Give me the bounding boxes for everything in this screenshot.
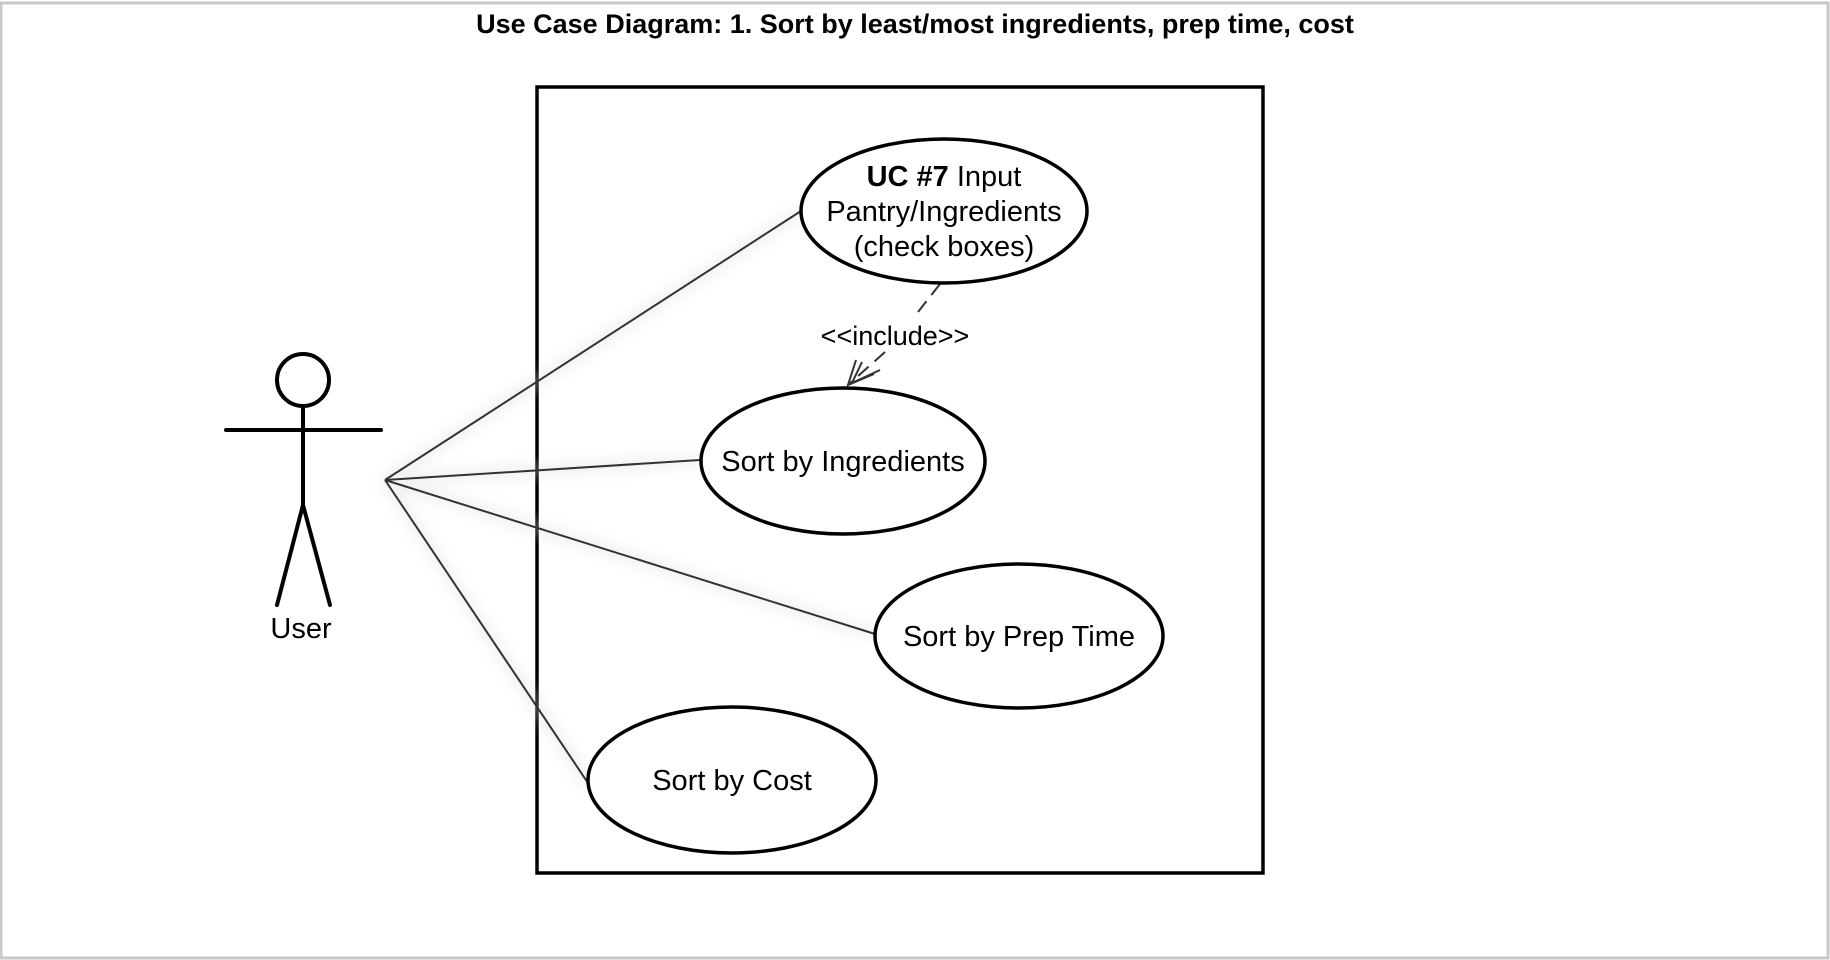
use-case-sort-cost-ellipse [586, 705, 878, 855]
use-case-sort-ingredients-label: Sort by Ingredients [721, 446, 964, 478]
use-case-input-pantry-ellipse [799, 137, 1089, 285]
include-stereotype-label: <<include>> [821, 321, 970, 351]
include-line-bottom [847, 351, 886, 386]
system-boundary [535, 85, 1265, 875]
include-arrowhead-double [849, 361, 881, 386]
use-case-sort-prep-time: Sort by Prep Time [873, 562, 1165, 710]
include-line-top [917, 283, 941, 313]
use-case-sort-ingredients-ellipse [699, 386, 987, 536]
associations [384, 210, 876, 787]
use-case-input-pantry-line3: (check boxes) [854, 231, 1035, 263]
use-case-sort-prep-time-ellipse [873, 562, 1165, 710]
use-case-input-pantry: UC #7 Input Pantry/Ingredients (check bo… [799, 137, 1089, 285]
use-case-input-label: Input [949, 161, 1022, 193]
association-sort-ingredients [384, 459, 701, 481]
actor-right-leg [301, 503, 332, 607]
use-case-id-label: UC #7 [867, 161, 949, 193]
use-case-input-pantry-line2: Pantry/Ingredients [826, 196, 1061, 228]
diagram-title: Use Case Diagram: 1. Sort by least/most … [476, 9, 1354, 39]
association-sort-cost [384, 479, 591, 787]
actor-left-leg [275, 503, 305, 607]
actor-user [224, 352, 383, 607]
association-input-pantry [384, 210, 802, 481]
use-case-input-pantry-line1: UC #7 Input [867, 161, 1022, 193]
use-case-sort-cost: Sort by Cost [586, 705, 878, 855]
actor-label: User [270, 613, 332, 645]
association-sort-prep-time [384, 479, 876, 635]
use-case-sort-ingredients: Sort by Ingredients [699, 386, 987, 536]
use-case-sort-prep-time-label: Sort by Prep Time [903, 621, 1135, 653]
use-case-sort-cost-label: Sort by Cost [652, 765, 812, 797]
include-dependency [846, 283, 941, 387]
